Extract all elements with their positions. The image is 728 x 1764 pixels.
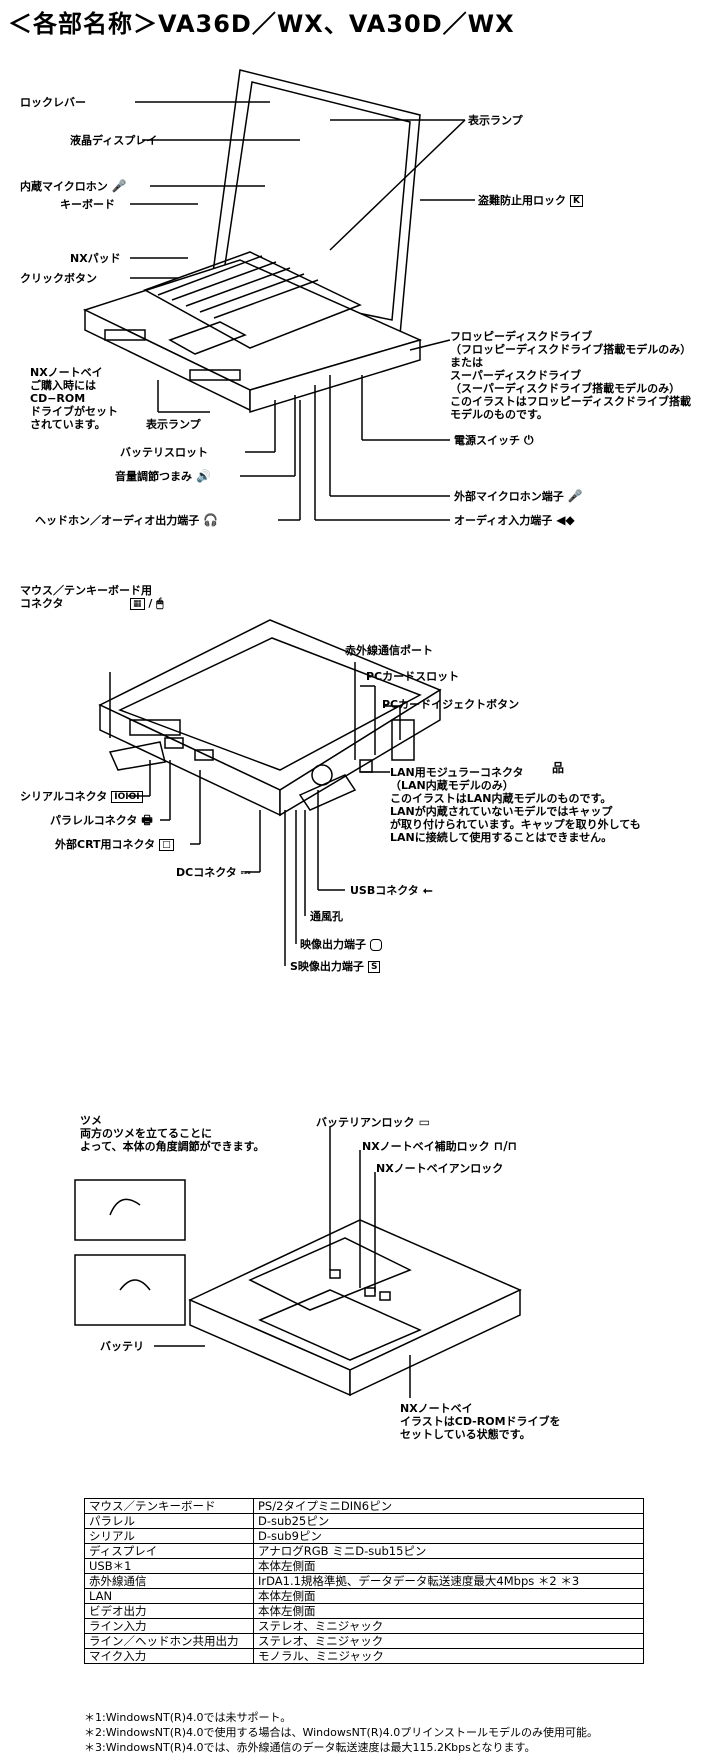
headphone-icon: 🎧 bbox=[203, 513, 219, 527]
label-indicator-lamp-top: 表示ランプ bbox=[468, 114, 523, 127]
s-video-icon: S bbox=[367, 961, 381, 973]
label-lock-lever: ロックレバー bbox=[20, 96, 86, 109]
printer-icon: 🖶 bbox=[141, 813, 153, 827]
label-keyboard: キーボード bbox=[60, 198, 115, 211]
label-indicator-lamp-bottom: 表示ランプ bbox=[146, 418, 201, 431]
footnote: ＊3:WindowsNT(R)4.0では、赤外線通信のデータ転送速度は最大115… bbox=[84, 1741, 536, 1754]
label-vent: 通風孔 bbox=[310, 910, 343, 923]
laptop-bottom-illustration bbox=[74, 1126, 522, 1398]
label-nx-pad: NXパッド bbox=[70, 252, 121, 265]
usb-icon: ⭠ bbox=[422, 883, 433, 897]
label-lcd: 液晶ディスプレイ bbox=[70, 134, 158, 147]
power-icon: ⏻ bbox=[524, 433, 534, 447]
laptop-rear-illustration bbox=[98, 619, 442, 966]
label-ext-mic-jack: 外部マイクロホン端子🎤 bbox=[454, 489, 583, 504]
label-nx-note-bay-bottom: NXノートベイ イラストはCD-ROMドライブを セットしている状態です。 bbox=[400, 1402, 561, 1441]
label-mic: 内蔵マイクロホン🎤 bbox=[20, 179, 127, 194]
label-battery: バッテリ bbox=[100, 1340, 144, 1353]
label-crt-connector: 外部CRT用コネクタ□ bbox=[55, 838, 174, 851]
footnote: ＊1:WindowsNT(R)4.0では未サポート。 bbox=[84, 1711, 292, 1724]
footnote: ＊2:WindowsNT(R)4.0で使用する場合は、WindowsNT(R)4… bbox=[84, 1726, 599, 1739]
label-power-switch: 電源スイッチ⏻ bbox=[454, 433, 534, 448]
audio-in-icon: ◀◆ bbox=[556, 513, 575, 527]
serial-icon: IOIOI bbox=[111, 791, 143, 803]
label-lan-connector: LAN用モジュラーコネクタ （LAN内蔵モデルのみ） このイラストはLAN内蔵モ… bbox=[390, 766, 641, 844]
label-audio-in-jack: オーディオ入力端子◀◆ bbox=[454, 513, 575, 528]
battery-icon: ▭ bbox=[418, 1115, 430, 1129]
speaker-icon: 🔊 bbox=[196, 469, 211, 483]
footnotes: ＊1:WindowsNT(R)4.0では未サポート。 ＊2:WindowsNT(… bbox=[84, 1710, 598, 1755]
laptop-front-illustration bbox=[82, 69, 475, 521]
figure-bottom-view: ツメ 両方のツメを立てることに よって、本体の角度調節ができます。 バッテリアン… bbox=[0, 1114, 728, 1490]
mic-icon: 🎤 bbox=[111, 179, 127, 193]
table-row: ライン入力ステレオ、ミニジャック bbox=[84, 1618, 644, 1634]
label-floppy-drive: フロッピーディスクドライブ （フロッピーディスクドライブ搭載モデルのみ） または… bbox=[450, 330, 692, 421]
table-row: マイク入力モノラル、ミニジャック bbox=[84, 1648, 644, 1664]
table-row: ライン／ヘッドホン共用出力ステレオ、ミニジャック bbox=[84, 1633, 644, 1649]
figure-front-view: ロックレバー 液晶ディスプレイ 内蔵マイクロホン🎤 キーボード NXパッド クリ… bbox=[0, 40, 728, 600]
label-bay-unlock: NXノートベイアンロック bbox=[376, 1162, 504, 1175]
lock-icon: K bbox=[570, 195, 583, 207]
label-volume-knob: 音量調節つまみ🔊 bbox=[115, 469, 211, 484]
figure-rear-view: マウス／テンキーボード用 コネクタ ▦ / 🖱 赤外線通信ポート PCカードスロ… bbox=[0, 584, 728, 1110]
label-battery-slot: バッテリスロット bbox=[120, 446, 208, 459]
mouse-icon: ▦ / 🖱 bbox=[126, 597, 163, 610]
label-parallel-connector: パラレルコネクタ🖶 bbox=[50, 813, 153, 828]
video-icon bbox=[370, 939, 383, 951]
label-usb-connector: USBコネクタ⭠ bbox=[350, 883, 433, 898]
label-nx-note-bay: NXノートベイ ご購入時には CD−ROM ドライブがセット されています。 bbox=[30, 366, 118, 431]
page-title: ＜各部名称＞VA36D／WX、VA30D／WX bbox=[8, 10, 515, 38]
label-click-button: クリックボタン bbox=[20, 272, 97, 285]
label-bay-aux-lock: NXノートベイ補助ロック⊓/⊓ bbox=[362, 1139, 518, 1154]
label-pc-card-slot: PCカードスロット bbox=[366, 670, 460, 683]
table-row: ディスプレイアナログRGB ミニD-sub15ピン bbox=[84, 1543, 644, 1559]
label-battery-lock: バッテリアンロック▭ bbox=[316, 1115, 430, 1130]
lan-icon: 品 bbox=[552, 761, 565, 775]
label-ir-port: 赤外線通信ポート bbox=[345, 644, 433, 657]
label-tsume: ツメ 両方のツメを立てることに よって、本体の角度調節ができます。 bbox=[80, 1114, 265, 1153]
label-headphone-jack: ヘッドホン／オーディオ出力端子🎧 bbox=[35, 513, 219, 528]
label-pc-card-eject: PCカードイジェクトボタン bbox=[382, 698, 520, 711]
table-row: ビデオ出力本体左側面 bbox=[84, 1603, 644, 1619]
monitor-icon: □ bbox=[159, 839, 174, 851]
padlock-icon: ⊓/⊓ bbox=[493, 1139, 518, 1153]
mic-icon: 🎤 bbox=[567, 489, 583, 503]
label-mouse-connector: マウス／テンキーボード用 コネクタ bbox=[20, 584, 152, 610]
dc-icon: ⎓ bbox=[240, 865, 251, 879]
label-dc-connector: DCコネクタ⎓ bbox=[176, 865, 251, 880]
label-video-out: 映像出力端子 bbox=[300, 938, 383, 951]
